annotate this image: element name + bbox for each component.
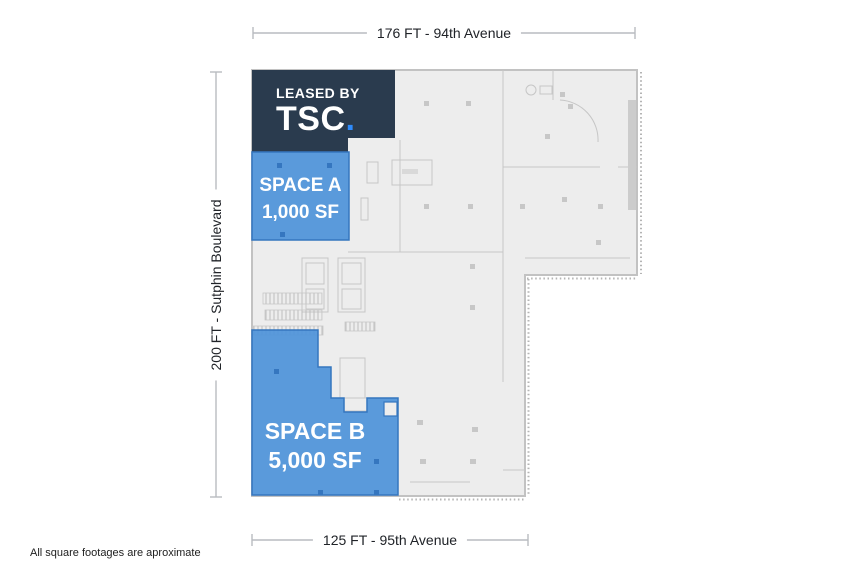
space-b-label: SPACE B 5,000 SF — [252, 417, 378, 475]
tsc-logo-dot: . — [345, 100, 356, 138]
leased-area — [252, 70, 395, 152]
space-a-name: SPACE A — [259, 175, 342, 196]
space-b-name: SPACE B — [264, 418, 366, 444]
leased-by-block: LEASED BY TSC. — [276, 85, 360, 136]
dimension-label-bottom: 125 FT - 95th Avenue — [312, 532, 468, 548]
space-b-shaft-cutout — [383, 401, 398, 417]
leased-by-label: LEASED BY — [276, 85, 360, 101]
space-a-area — [251, 151, 350, 241]
dimension-label-left: 200 FT - Sutphin Boulevard — [208, 189, 224, 381]
space-b-area — [251, 329, 399, 496]
space-b-columns — [274, 369, 379, 495]
footnote: All square footages are aproximate — [30, 547, 201, 559]
tsc-logo: TSC. — [276, 102, 360, 136]
wall-serration — [399, 72, 642, 501]
space-b-size: 5,000 SF — [268, 447, 362, 473]
space-a-label: SPACE A 1,000 SF — [252, 172, 349, 226]
tsc-logo-text: TSC — [276, 100, 346, 138]
space-a-columns — [277, 163, 332, 237]
space-a-size: 1,000 SF — [261, 202, 340, 223]
dimension-label-top: 176 FT - 94th Avenue — [366, 25, 522, 41]
